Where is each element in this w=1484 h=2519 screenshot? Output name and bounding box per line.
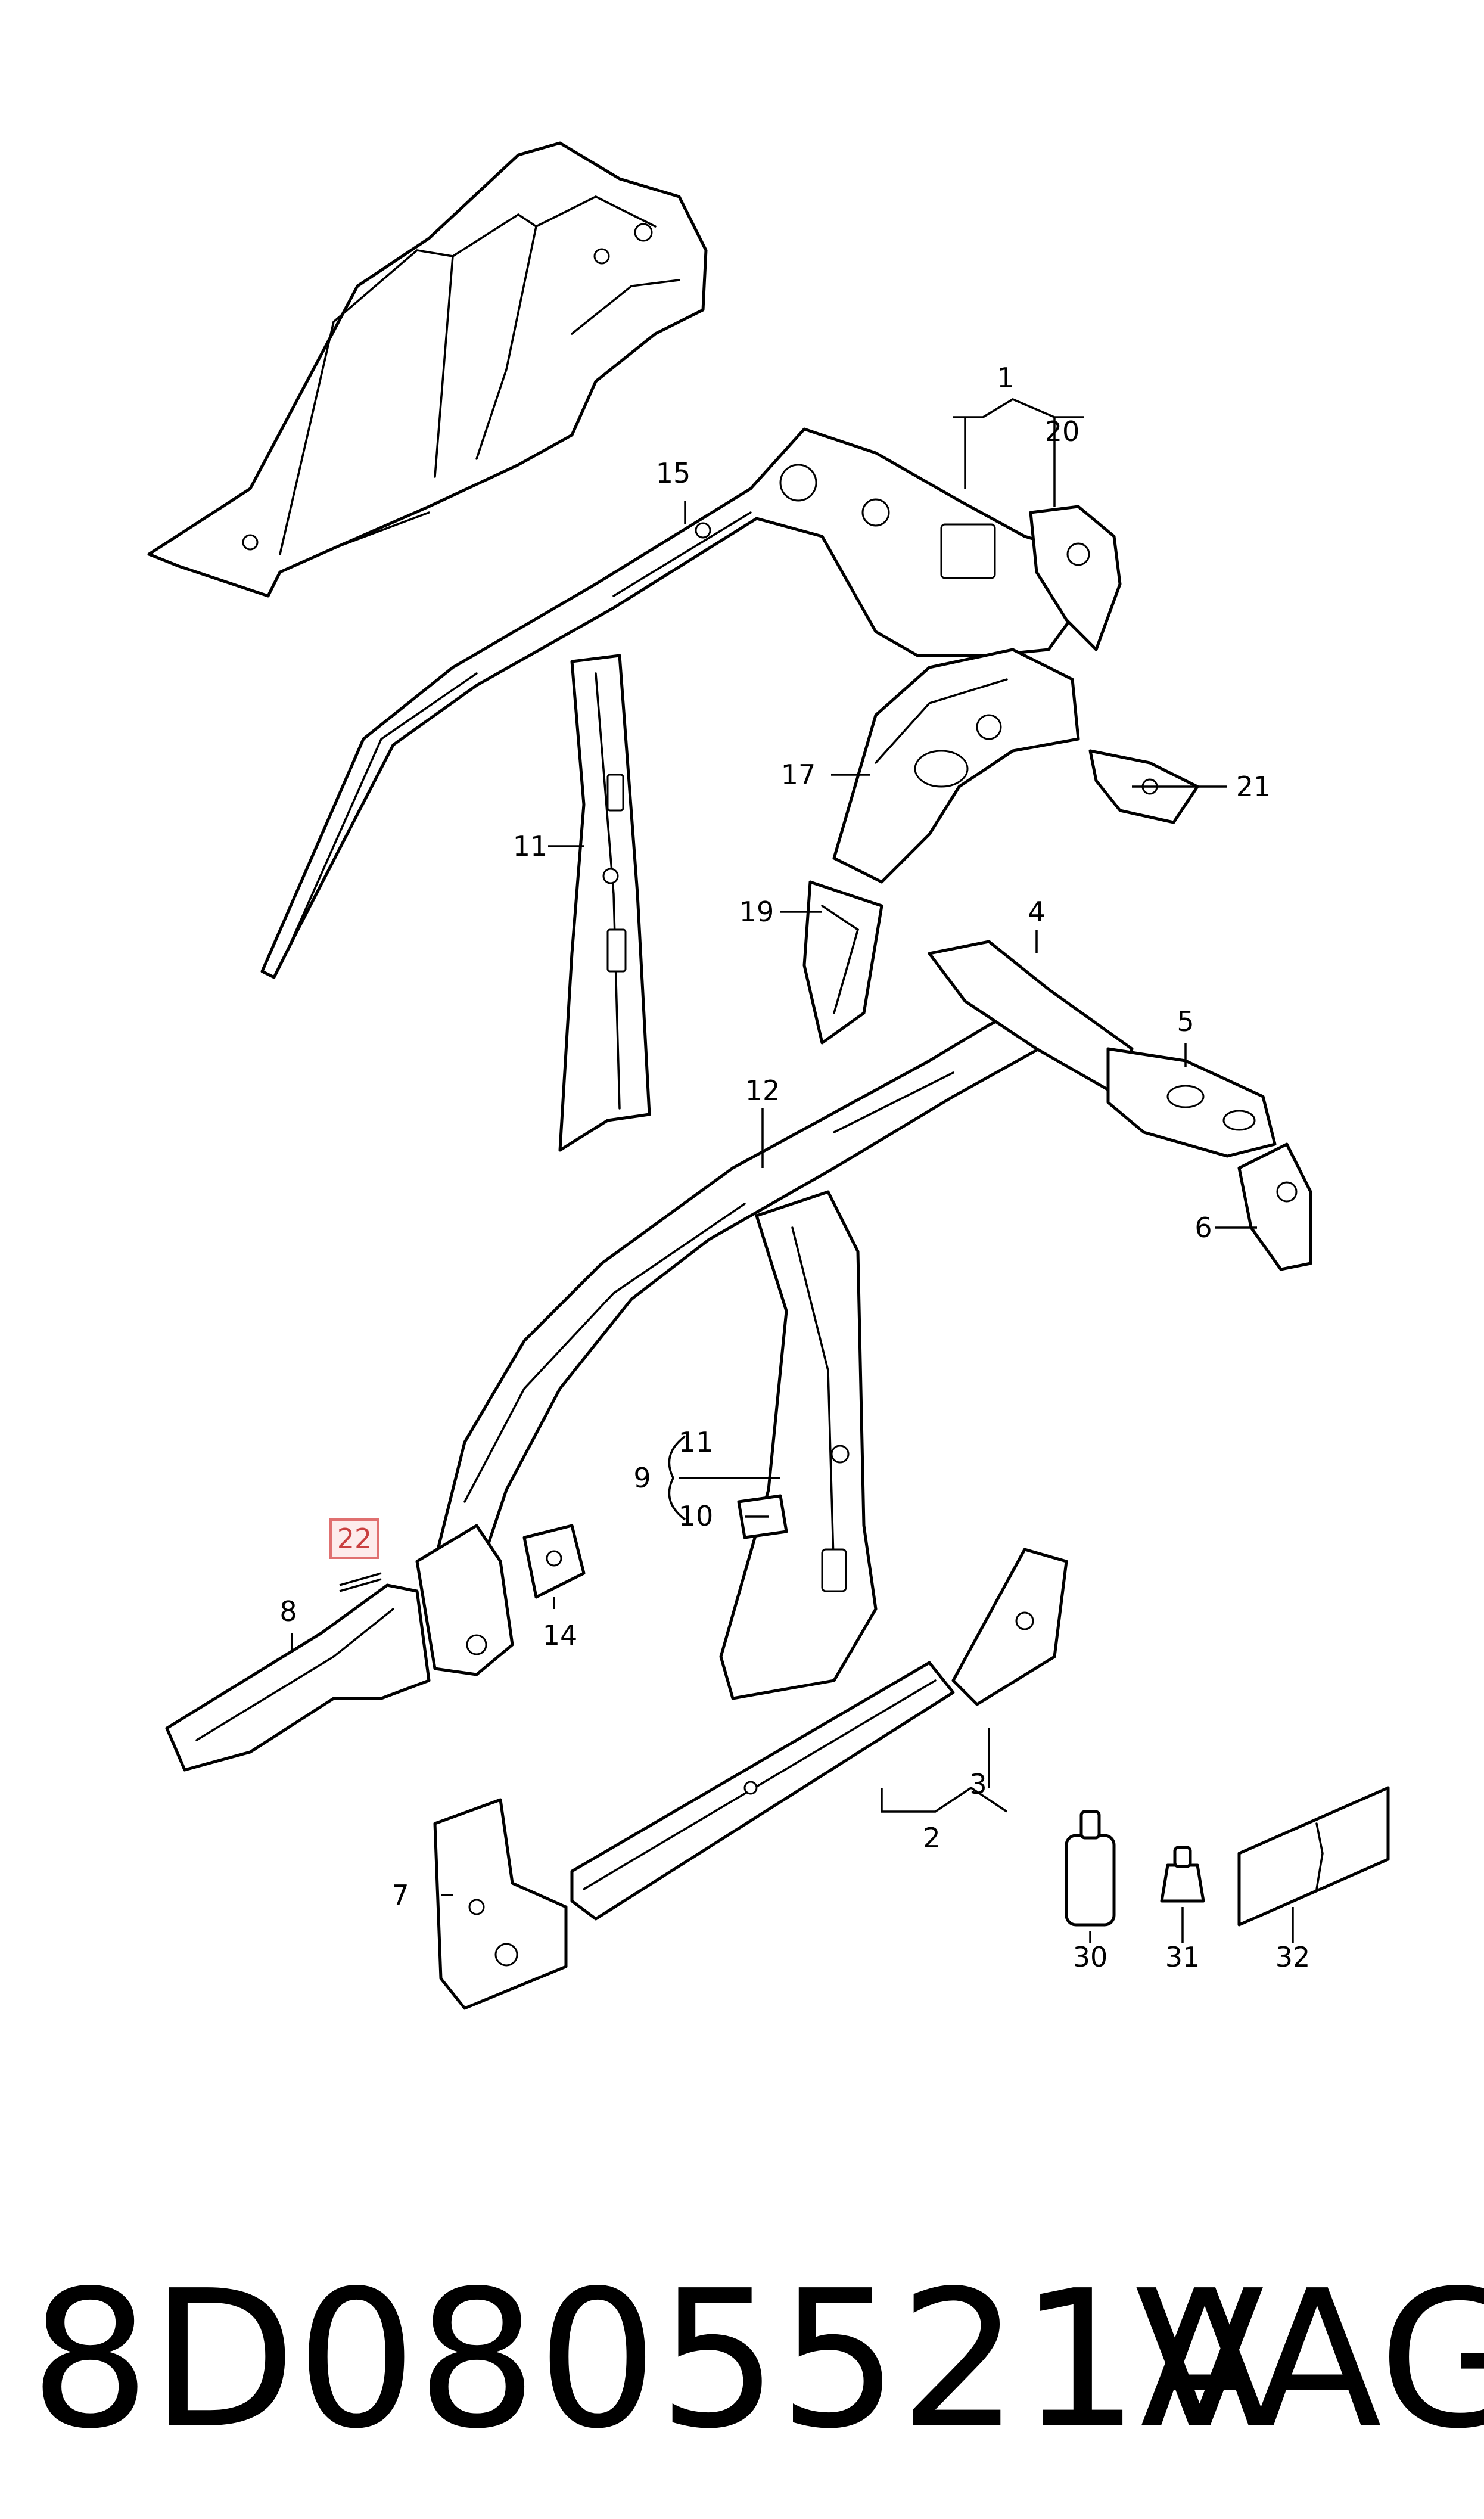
label-9: 9 [633,1462,651,1494]
label-11-top: 11 [513,830,548,862]
exploded-parts-diagram: 1 20 15 17 21 11 19 4 5 12 6 11 9 10 22 … [147,141,1390,2010]
label-22-box [329,1518,379,1559]
label-7: 7 [391,1879,409,1911]
part-9-b-pillar-outer [719,1190,878,1700]
part-19-bracket [802,880,883,1045]
part-20-bracket [1029,505,1122,651]
body-side-overview [147,141,708,598]
part-14-bracket [522,1524,586,1599]
a-pillar-lower [415,1524,514,1676]
label-19: 19 [739,896,774,928]
label-20: 20 [1045,415,1080,448]
label-14: 14 [543,1619,578,1651]
part-17-wheel-arch-inner [832,648,1080,884]
part-2-sill [570,1661,955,1921]
part-31-clip [1160,1846,1205,1903]
label-11-mid: 11 [679,1426,714,1458]
label-4: 4 [1028,896,1045,928]
leader-lines [291,398,1294,1943]
label-21: 21 [1236,771,1271,803]
label-6: 6 [1194,1212,1212,1244]
part-8-reinforcement [165,1583,431,1772]
label-31: 31 [1165,1941,1200,1973]
footer-caption: 8D0805521A VAG [0,2229,1484,2491]
label-10: 10 [679,1500,714,1532]
part-5-bracket [1106,1047,1277,1158]
part-6-rear-bracket [1237,1142,1312,1271]
part-7-a-pillar-inner [433,1798,568,2010]
label-12: 12 [745,1074,780,1107]
label-2: 2 [923,1822,940,1854]
label-30: 30 [1073,1941,1108,1973]
part-11-b-pillar-inner [558,654,651,1152]
label-15: 15 [656,457,691,489]
part-3-rear-sill-end [951,1548,1068,1706]
part-number: 8D0805521A [30,2250,1270,2470]
label-32: 32 [1275,1941,1311,1973]
brand-name: VAG [1135,2250,1484,2470]
part-32-pad [1237,1786,1390,1927]
label-3: 3 [969,1768,987,1800]
label-5: 5 [1177,1005,1194,1038]
label-8: 8 [279,1595,297,1627]
label-17: 17 [781,759,816,791]
label-1: 1 [997,362,1014,394]
label-22-leader [339,1578,382,1592]
label-22: 22 [337,1523,372,1555]
part-30-aerosol-can [1065,1810,1116,1927]
